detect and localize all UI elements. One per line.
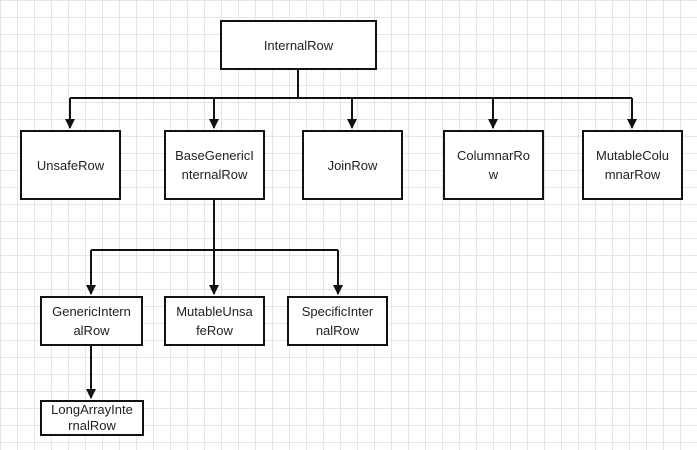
- node-label-line: feRow: [196, 323, 233, 338]
- node-label-line: LongArrayInte: [51, 402, 133, 417]
- node-label-line: InternalRow: [263, 37, 334, 53]
- node-generic-internal-row[interactable]: GenericIntern alRow: [40, 296, 143, 346]
- node-label-line: mnarRow: [604, 167, 661, 182]
- node-mutable-unsafe-row[interactable]: MutableUnsa feRow: [164, 296, 265, 346]
- node-specific-internal-row[interactable]: SpecificInter nalRow: [287, 296, 388, 346]
- node-label-line: MutableColu: [596, 148, 669, 163]
- node-label-line: MutableUnsa: [176, 304, 253, 319]
- node-label-line: w: [488, 167, 499, 182]
- node-columnar-row[interactable]: ColumnarRo w: [443, 130, 544, 200]
- node-base-generic-internal-row[interactable]: BaseGenericI nternalRow: [164, 130, 265, 200]
- node-unsafe-row[interactable]: UnsafeRow: [20, 130, 121, 200]
- node-label-line: GenericIntern: [52, 304, 131, 319]
- node-mutable-columnar-row[interactable]: MutableColu mnarRow: [582, 130, 683, 200]
- node-label-line: nalRow: [315, 323, 360, 338]
- node-label-line: ColumnarRo: [457, 148, 530, 163]
- node-label-line: BaseGenericI: [175, 148, 254, 163]
- node-label-line: UnsafeRow: [36, 157, 105, 173]
- node-join-row[interactable]: JoinRow: [302, 130, 403, 200]
- node-label-line: JoinRow: [327, 157, 378, 173]
- node-internal-row[interactable]: InternalRow: [220, 20, 377, 70]
- node-label-line: rnalRow: [68, 418, 116, 433]
- node-label-line: alRow: [73, 323, 110, 338]
- node-long-array-internal-row[interactable]: LongArrayInte rnalRow: [40, 400, 144, 436]
- node-label-line: SpecificInter: [301, 304, 374, 319]
- node-label-line: nternalRow: [181, 167, 248, 182]
